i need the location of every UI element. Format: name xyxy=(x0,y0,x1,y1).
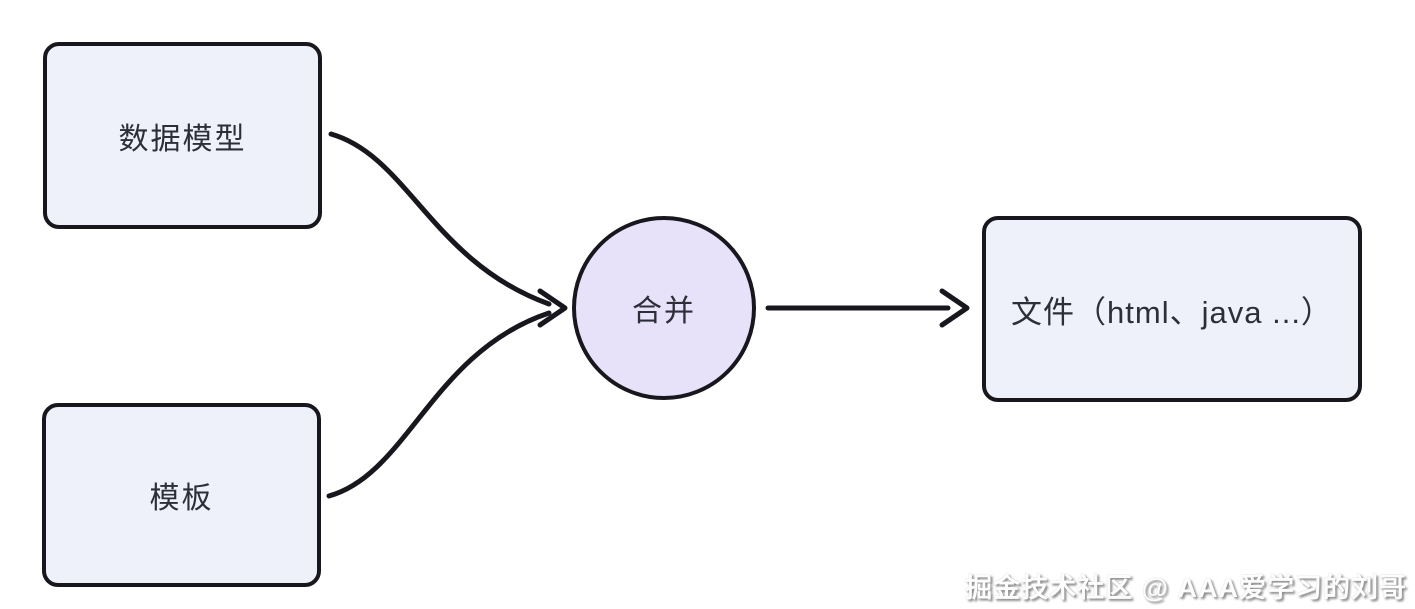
edge-template-to-merge xyxy=(326,310,552,499)
node-file: 文件（html、java ...） xyxy=(982,216,1362,402)
watermark: 掘金技术社区 @ AAA爱学习的刘哥 xyxy=(965,573,1407,603)
node-data-model-label: 数据模型 xyxy=(118,122,247,156)
node-merge: 合并 xyxy=(572,216,756,400)
node-file-label: 文件（html、java ...） xyxy=(1011,294,1333,330)
arrowhead-merge xyxy=(537,288,568,328)
node-data-model: 数据模型 xyxy=(43,42,322,229)
arrowhead-file xyxy=(939,288,970,328)
node-merge-label: 合并 xyxy=(632,295,696,328)
edge-data-model-to-merge xyxy=(328,131,552,307)
node-template-label: 模板 xyxy=(149,482,214,515)
node-template: 模板 xyxy=(42,403,321,587)
